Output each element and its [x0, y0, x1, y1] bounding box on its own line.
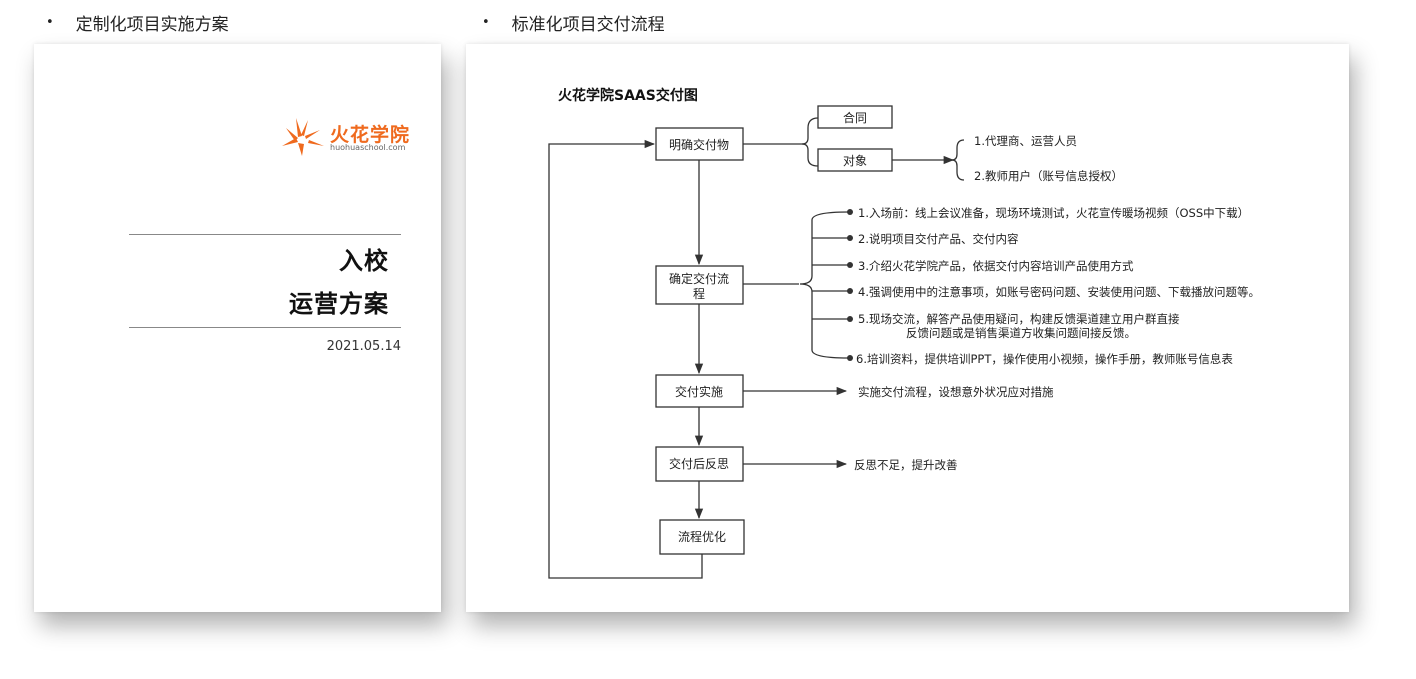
flowchart: 火花学院SAAS交付图 明确交付物 确定交付流 程 交付实施 交付后反思 流程优… — [548, 87, 1260, 579]
section-heading-custom-text: 定制化项目实施方案 — [75, 15, 229, 35]
process-item-5: 5.现场交流，解答产品使用疑问，构建反馈渠道建立用户群直接 — [858, 312, 1180, 326]
process-item-6: 6.培训资料，提供培训PPT，操作使用小视频，操作手册，教师账号信息表 — [856, 352, 1233, 366]
document-cover-card: 火花学院 huohuaschool.com 入校 运营方案 2021.05.14 — [34, 44, 441, 612]
node-process-label-line1: 确定交付流 — [669, 271, 729, 286]
target-item-2: 2.教师用户（账号信息授权） — [974, 169, 1123, 183]
brace-process — [799, 211, 849, 359]
node-implement-label: 交付实施 — [675, 384, 723, 399]
divider-bottom — [129, 327, 401, 328]
arrow-feedback-loop — [548, 139, 703, 579]
process-bullets — [847, 209, 853, 361]
node-target-label: 对象 — [843, 154, 867, 168]
implement-note: 实施交付流程，设想意外状况应对措施 — [858, 385, 1054, 399]
reflect-note: 反思不足，提升改善 — [854, 458, 958, 472]
node-reflect-label: 交付后反思 — [669, 456, 729, 471]
process-item-4: 4.强调使用中的注意事项，如账号密码问题、安装使用问题、下载播放问题等。 — [858, 285, 1260, 299]
node-target: 对象 — [817, 148, 893, 172]
process-item-3: 3.介绍火花学院产品，依据交付内容培训产品使用方式 — [858, 259, 1134, 273]
document-title-line2: 运营方案 — [289, 290, 389, 318]
target-item-1: 1.代理商、运营人员 — [974, 134, 1077, 148]
node-optimize: 流程优化 — [659, 519, 745, 555]
node-implement: 交付实施 — [655, 374, 744, 408]
logo-subtext: huohuaschool.com — [330, 143, 406, 152]
diagram-title: 火花学院SAAS交付图 — [558, 87, 698, 104]
document-date: 2021.05.14 — [326, 339, 401, 354]
document-title-line1: 入校 — [339, 247, 389, 275]
node-contract: 合同 — [817, 105, 893, 129]
section-heading-standard: • 标准化项目交付流程 — [482, 10, 665, 35]
node-deliverables: 明确交付物 — [655, 127, 744, 161]
process-item-5-cont: 反馈问题或是销售渠道方收集问题间接反馈。 — [906, 326, 1136, 340]
bullet-marker: • — [46, 15, 54, 30]
node-process: 确定交付流 程 — [655, 265, 744, 305]
node-reflect: 交付后反思 — [655, 446, 744, 482]
divider-top — [129, 234, 401, 235]
section-heading-custom: • 定制化项目实施方案 — [46, 10, 229, 35]
node-deliverables-label: 明确交付物 — [669, 137, 729, 152]
bullet-marker: • — [482, 15, 490, 30]
node-process-label-line2: 程 — [693, 286, 705, 301]
process-item-1: 1.入场前：线上会议准备，现场环境测试，火花宣传暖场视频（OSS中下载） — [858, 206, 1249, 220]
node-optimize-label: 流程优化 — [678, 529, 726, 544]
brace-target-items — [951, 139, 965, 181]
spark-logo-icon — [282, 118, 324, 156]
process-item-2: 2.说明项目交付产品、交付内容 — [858, 232, 1019, 246]
section-heading-standard-text: 标准化项目交付流程 — [511, 15, 665, 35]
brace-deliverables — [801, 117, 819, 167]
flowchart-card: 火花学院SAAS交付图 明确交付物 确定交付流 程 交付实施 交付后反思 流程优… — [466, 44, 1349, 612]
logo-text: 火花学院 — [330, 124, 411, 146]
node-contract-label: 合同 — [843, 110, 867, 125]
